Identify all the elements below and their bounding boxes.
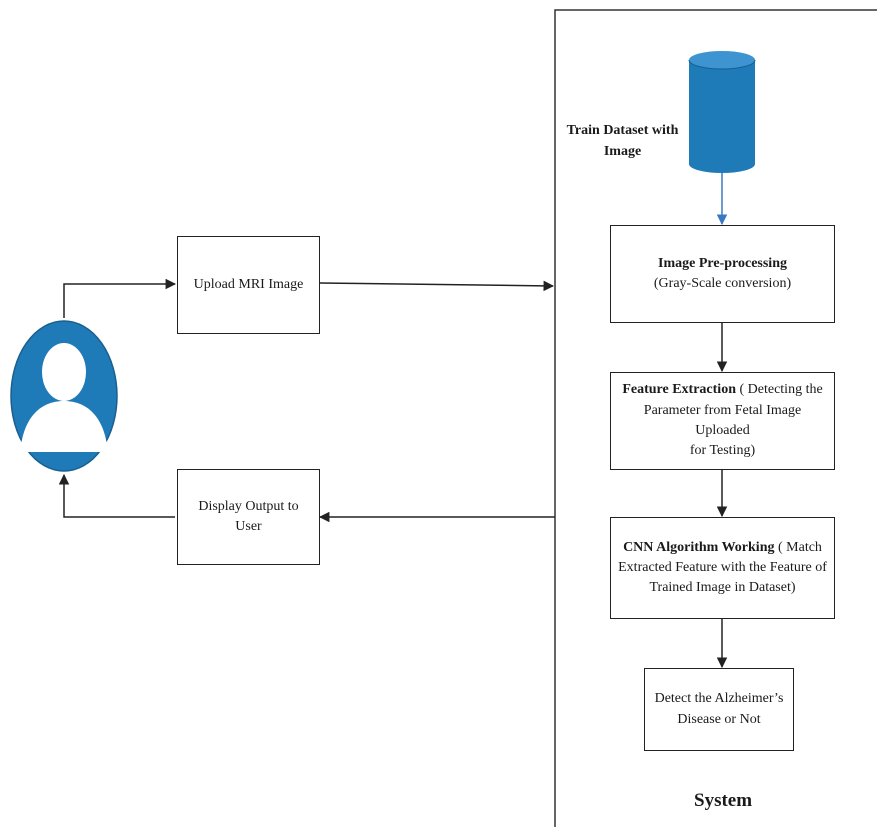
feature-text-line1: ( Detecting the <box>735 382 823 398</box>
dataset-label-line1: Train Dataset with <box>566 123 679 138</box>
preprocess-title: Image Pre-processing <box>658 255 787 271</box>
arrow-upload-to-system <box>319 280 555 292</box>
display-output-label: Display Output to User <box>198 498 299 534</box>
feature-line1: Feature Extraction ( Detecting the <box>622 380 822 400</box>
dataset-label: Train Dataset with Image <box>560 120 685 162</box>
preprocess-subtitle: (Gray-Scale conversion) <box>653 276 792 291</box>
arrow-user-to-upload <box>63 278 177 318</box>
cnn-text-line3: Trained Image in Dataset) <box>649 580 796 596</box>
feature-text-line3: for Testing) <box>689 443 756 459</box>
display-output-box: Display Output to User <box>177 469 320 565</box>
upload-mri-box: Upload MRI Image <box>177 236 320 334</box>
cnn-title: CNN Algorithm Working <box>623 539 775 555</box>
cnn-algorithm-box: CNN Algorithm Working ( Match Extracted … <box>610 517 835 619</box>
preprocess-box: Image Pre-processing (Gray-Scale convers… <box>610 225 835 323</box>
cnn-line1: CNN Algorithm Working ( Match <box>623 538 822 558</box>
feature-text-line2: Parameter from Fetal Image Uploaded <box>643 402 802 438</box>
database-icon <box>688 51 756 173</box>
cnn-text-line1: ( Match <box>774 539 822 555</box>
upload-mri-label: Upload MRI Image <box>193 276 304 292</box>
user-label: USER <box>46 435 84 450</box>
feature-title: Feature Extraction <box>622 382 736 398</box>
user-avatar-icon <box>10 320 118 472</box>
detect-box: Detect the Alzheimer’s Disease or Not <box>644 668 794 751</box>
system-boundary <box>554 9 877 827</box>
system-label: System <box>694 790 753 811</box>
feature-extraction-box: Feature Extraction ( Detecting the Param… <box>610 372 835 470</box>
detect-line2: Disease or Not <box>677 711 761 727</box>
detect-line1: Detect the Alzheimer’s <box>654 691 784 707</box>
dataset-label-line2: Image <box>603 144 642 159</box>
arrow-display-to-user <box>58 473 175 518</box>
cnn-text-line2: Extracted Feature with the Feature of <box>618 559 827 575</box>
